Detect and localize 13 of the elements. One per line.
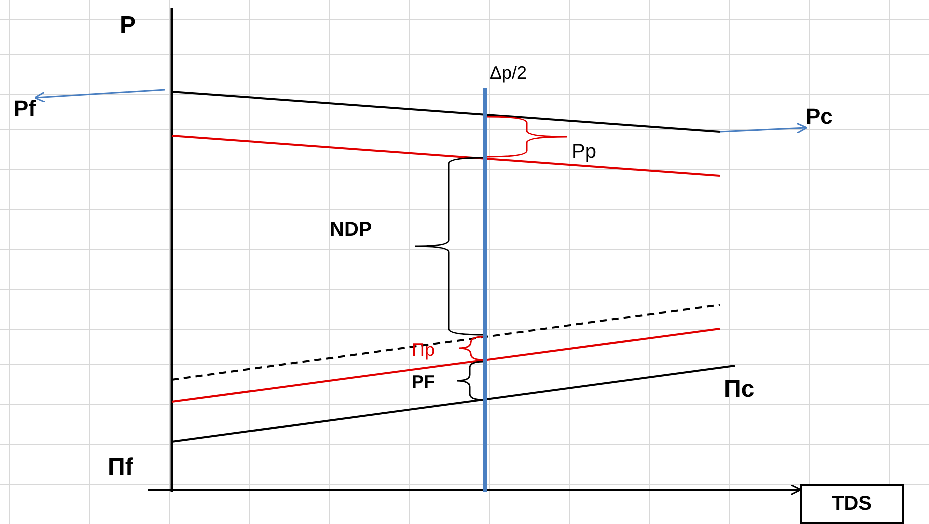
annotation-label: NDP xyxy=(330,220,372,240)
pressure-label: Πc xyxy=(724,378,755,402)
arrow xyxy=(720,122,808,134)
arrow xyxy=(34,89,166,104)
pressure-label: Pf xyxy=(14,98,36,120)
pressure-label: Pc xyxy=(806,106,833,128)
axis-label: P xyxy=(120,14,136,38)
annotation-label: Πp xyxy=(412,341,436,359)
pressure-label: Πf xyxy=(108,456,134,480)
axis-label: TDS xyxy=(800,484,904,524)
annotation-label: PF xyxy=(412,373,436,391)
annotation-label: Δp/2 xyxy=(490,64,528,82)
annotation-label: Pp xyxy=(572,142,596,162)
